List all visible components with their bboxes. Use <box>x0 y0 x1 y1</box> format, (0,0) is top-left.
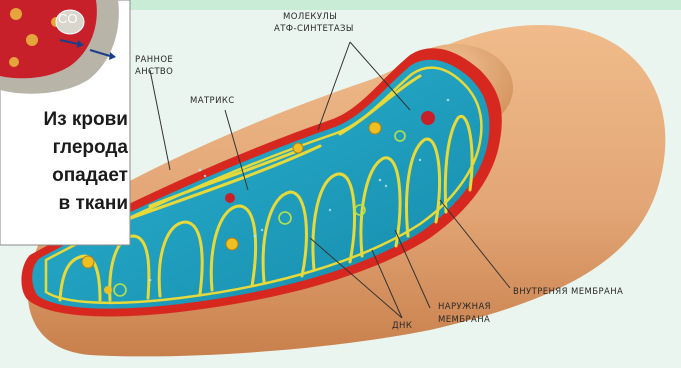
label-outer-membrane-line-1: НАРУЖНАЯ <box>438 302 491 313</box>
inset-caption-line-2: глерода <box>53 136 128 160</box>
label-atp-synthase-line-1: МОЛЕКУЛЫ <box>283 12 337 23</box>
label-matrix: МАТРИКС <box>190 96 235 107</box>
label-intermembrane-line-1: РАННОЕ <box>135 55 173 66</box>
label-outer-membrane-line-2: МЕМБРАНА <box>438 315 490 326</box>
inset-gas-label: CO <box>58 11 78 27</box>
inset-caption-line-3: опадает <box>52 164 128 188</box>
label-dna: ДНК <box>392 321 412 332</box>
label-inner-membrane: ВНУТРЕНЯЯ МЕМБРАНА <box>513 287 623 298</box>
label-atp-synthase-line-2: АТФ-СИНТЕТАЗЫ <box>274 24 354 35</box>
label-intermembrane-line-2: АНСТВО <box>135 67 173 78</box>
inset-caption-line-1: Из крови <box>44 108 128 132</box>
inset-caption-line-4: в ткани <box>59 192 129 216</box>
